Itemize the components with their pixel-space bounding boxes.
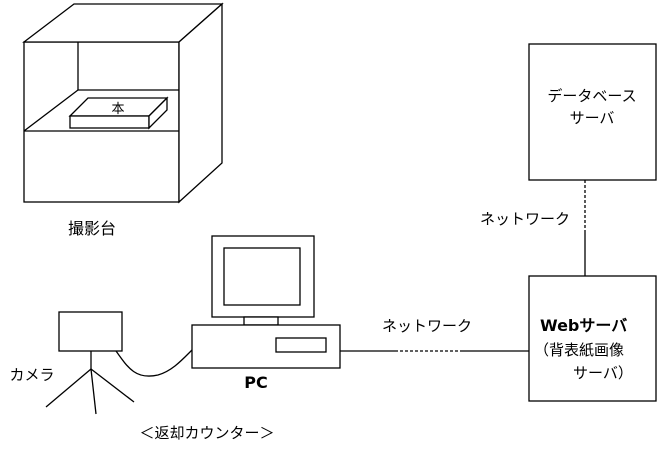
camera [45, 311, 135, 415]
network-label-lower: ネットワーク [382, 317, 472, 335]
pc-label: PC [244, 373, 267, 392]
stand-side-face [178, 2, 223, 204]
camera-body [58, 311, 123, 352]
db-server-label-2: サーバ [570, 109, 615, 127]
tripod-leg-right [90, 368, 135, 403]
camera-pc-cable [115, 349, 193, 377]
tripod-leg-left [45, 368, 92, 408]
book: 本 [68, 96, 169, 130]
book-front [69, 115, 150, 129]
book-side [148, 96, 168, 130]
web-server-label-3: サーバ） [573, 364, 633, 382]
db-server-box [528, 43, 657, 181]
pc [191, 235, 341, 369]
web-server-label-2: （背表紙画像 [534, 341, 624, 359]
tripod-leg-middle [90, 368, 97, 415]
pc-screen [223, 247, 301, 306]
stand-caption: 撮影台 [68, 219, 116, 238]
pc-drive [275, 337, 327, 353]
camera-label: カメラ [9, 366, 54, 384]
book-label: 本 [111, 102, 124, 117]
pc-monitor-stand [243, 316, 279, 326]
db-server-label-1: データベース [547, 87, 636, 105]
counter-label: ＜返却カウンター＞ [139, 424, 274, 442]
network-label-upper: ネットワーク [480, 210, 570, 228]
web-server-title: Webサーバ [540, 316, 627, 335]
stand-shelf-left [23, 89, 79, 132]
web-server-box [528, 275, 657, 402]
